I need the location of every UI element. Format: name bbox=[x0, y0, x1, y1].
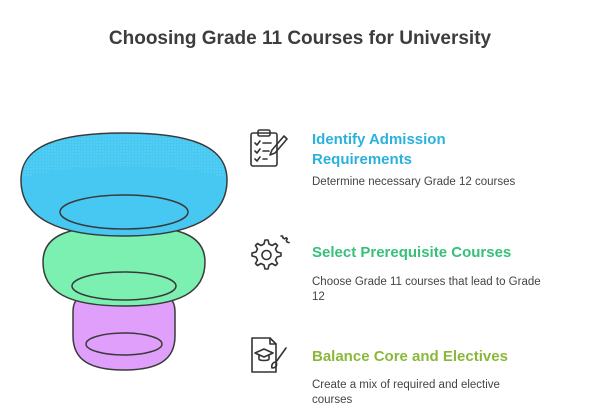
diagram-title: Choosing Grade 11 Courses for University bbox=[108, 28, 492, 49]
graduation-paint-icon bbox=[251, 337, 287, 373]
step-1-desc-line-1: Determine necessary Grade 12 courses bbox=[312, 176, 516, 188]
step-2-desc-line-1: Choose Grade 11 courses that lead to Gra… bbox=[312, 276, 541, 288]
funnel-layer-3 bbox=[72, 290, 176, 371]
step-1-title: Identify Admission Requirements bbox=[312, 130, 446, 170]
step-3-desc-line-2: courses bbox=[312, 394, 353, 406]
step-2-title-line-1: Select Prerequisite Courses bbox=[312, 244, 512, 261]
funnel-layer-2-ring bbox=[71, 271, 177, 301]
step-1-description: Determine necessary Grade 12 courses bbox=[312, 175, 515, 190]
funnel-layer-1-texture bbox=[22, 134, 226, 178]
step-3-title: Balance Core and Electives bbox=[312, 347, 508, 367]
step-2-desc-line-2: 12 bbox=[312, 291, 325, 303]
step-3-desc-line-1: Create a mix of required and elective bbox=[312, 379, 500, 391]
step-2-title: Select Prerequisite Courses bbox=[312, 243, 511, 263]
funnel-layer-2-body bbox=[42, 225, 206, 307]
funnel-layer-3-ring bbox=[85, 332, 163, 356]
funnel-layer-1 bbox=[20, 132, 228, 237]
clipboard-checklist-icon bbox=[250, 129, 288, 167]
step-1-title-line-2: Requirements bbox=[312, 151, 413, 168]
funnel-layer-2 bbox=[42, 225, 206, 307]
step-3-description: Create a mix of required and elective co… bbox=[312, 378, 500, 408]
funnel-layer-1-ring bbox=[59, 194, 189, 230]
gears-icon bbox=[251, 235, 290, 270]
step-1-title-line-1: Identify Admission bbox=[312, 131, 446, 148]
step-2-description: Choose Grade 11 courses that lead to Gra… bbox=[312, 275, 541, 305]
step-3-title-line-1: Balance Core and Electives bbox=[312, 348, 508, 365]
